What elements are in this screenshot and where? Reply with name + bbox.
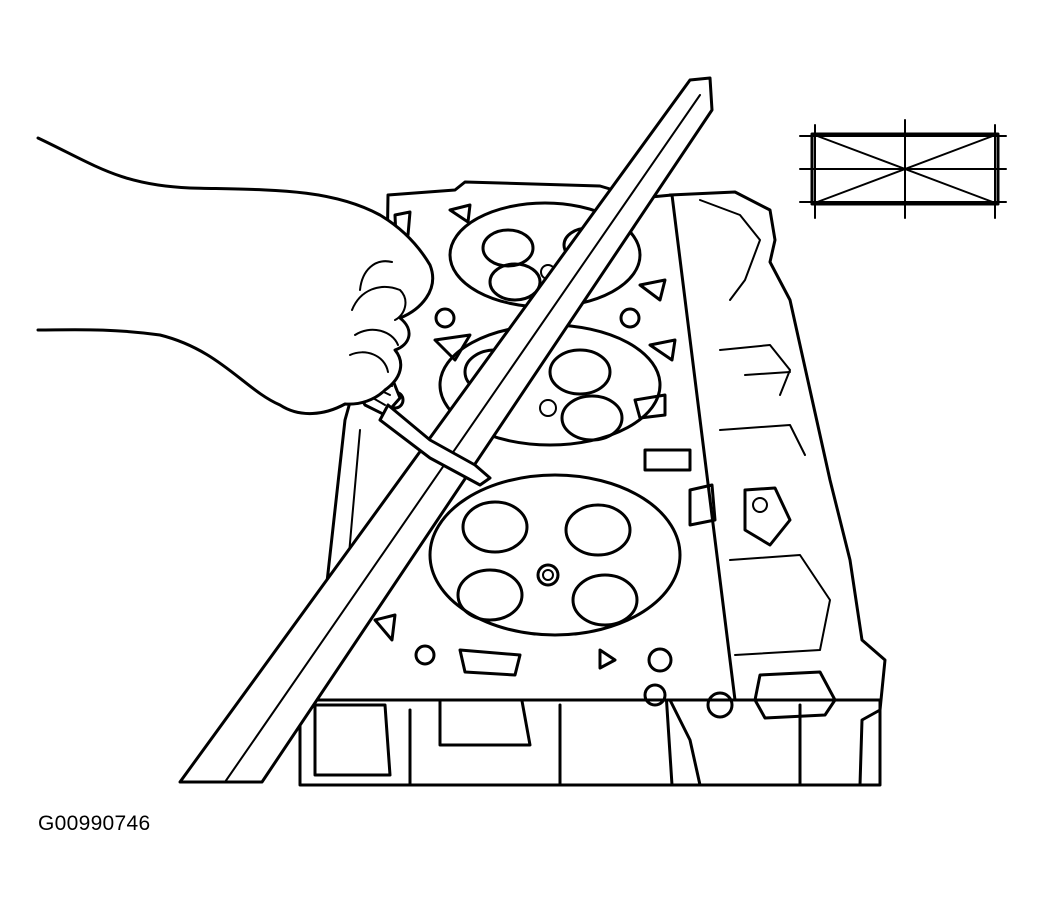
figure-code: G00990746: [38, 812, 151, 835]
cylinder-head-side-wall: [658, 190, 887, 787]
hand: [36, 136, 435, 416]
combustion-chamber-3: [428, 473, 682, 637]
measurement-pattern-diagram: [799, 119, 1007, 219]
straightedge: [178, 76, 714, 784]
cylinder-head-front-face: [298, 688, 882, 787]
